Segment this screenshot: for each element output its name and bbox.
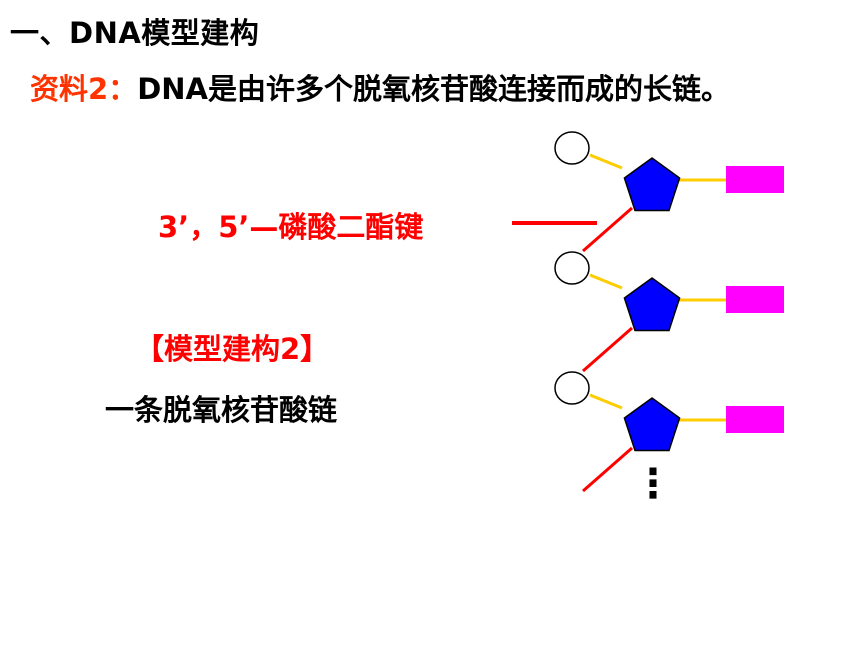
phosphate-sugar-link — [589, 393, 623, 410]
phosphodiester-bond — [582, 206, 633, 253]
bond-label: 3’，5’—磷酸二酯键 — [158, 210, 424, 244]
phosphodiester-bond — [582, 326, 633, 373]
phosphate-circle-icon — [554, 251, 590, 285]
base-rectangle-icon — [726, 166, 784, 193]
deoxyribose-pentagon-icon — [623, 157, 681, 212]
page-heading: 一、DNA模型建构 — [10, 16, 260, 50]
deoxyribose-pentagon-icon — [623, 277, 681, 332]
base-rectangle-icon — [726, 286, 784, 313]
material-label: 资料2： — [30, 72, 138, 106]
deoxyribose-pentagon-icon — [623, 397, 681, 452]
phosphate-sugar-link — [589, 273, 623, 290]
material-line: 资料2：DNA是由许多个脱氧核苷酸连接而成的长链。 — [30, 66, 730, 108]
phosphate-sugar-link — [589, 153, 623, 170]
base-rectangle-icon — [726, 406, 784, 433]
material-text: DNA是由许多个脱氧核苷酸连接而成的长链。 — [137, 72, 730, 106]
phosphodiester-bond — [582, 446, 633, 493]
phosphate-circle-icon — [554, 131, 590, 165]
model-title: 【模型建构2】 — [135, 332, 330, 366]
phosphate-circle-icon — [554, 371, 590, 405]
chain-ellipsis: ⋮ — [633, 461, 673, 507]
model-description: 一条脱氧核苷酸链 — [105, 393, 338, 427]
nucleotide-chain — [554, 131, 784, 493]
